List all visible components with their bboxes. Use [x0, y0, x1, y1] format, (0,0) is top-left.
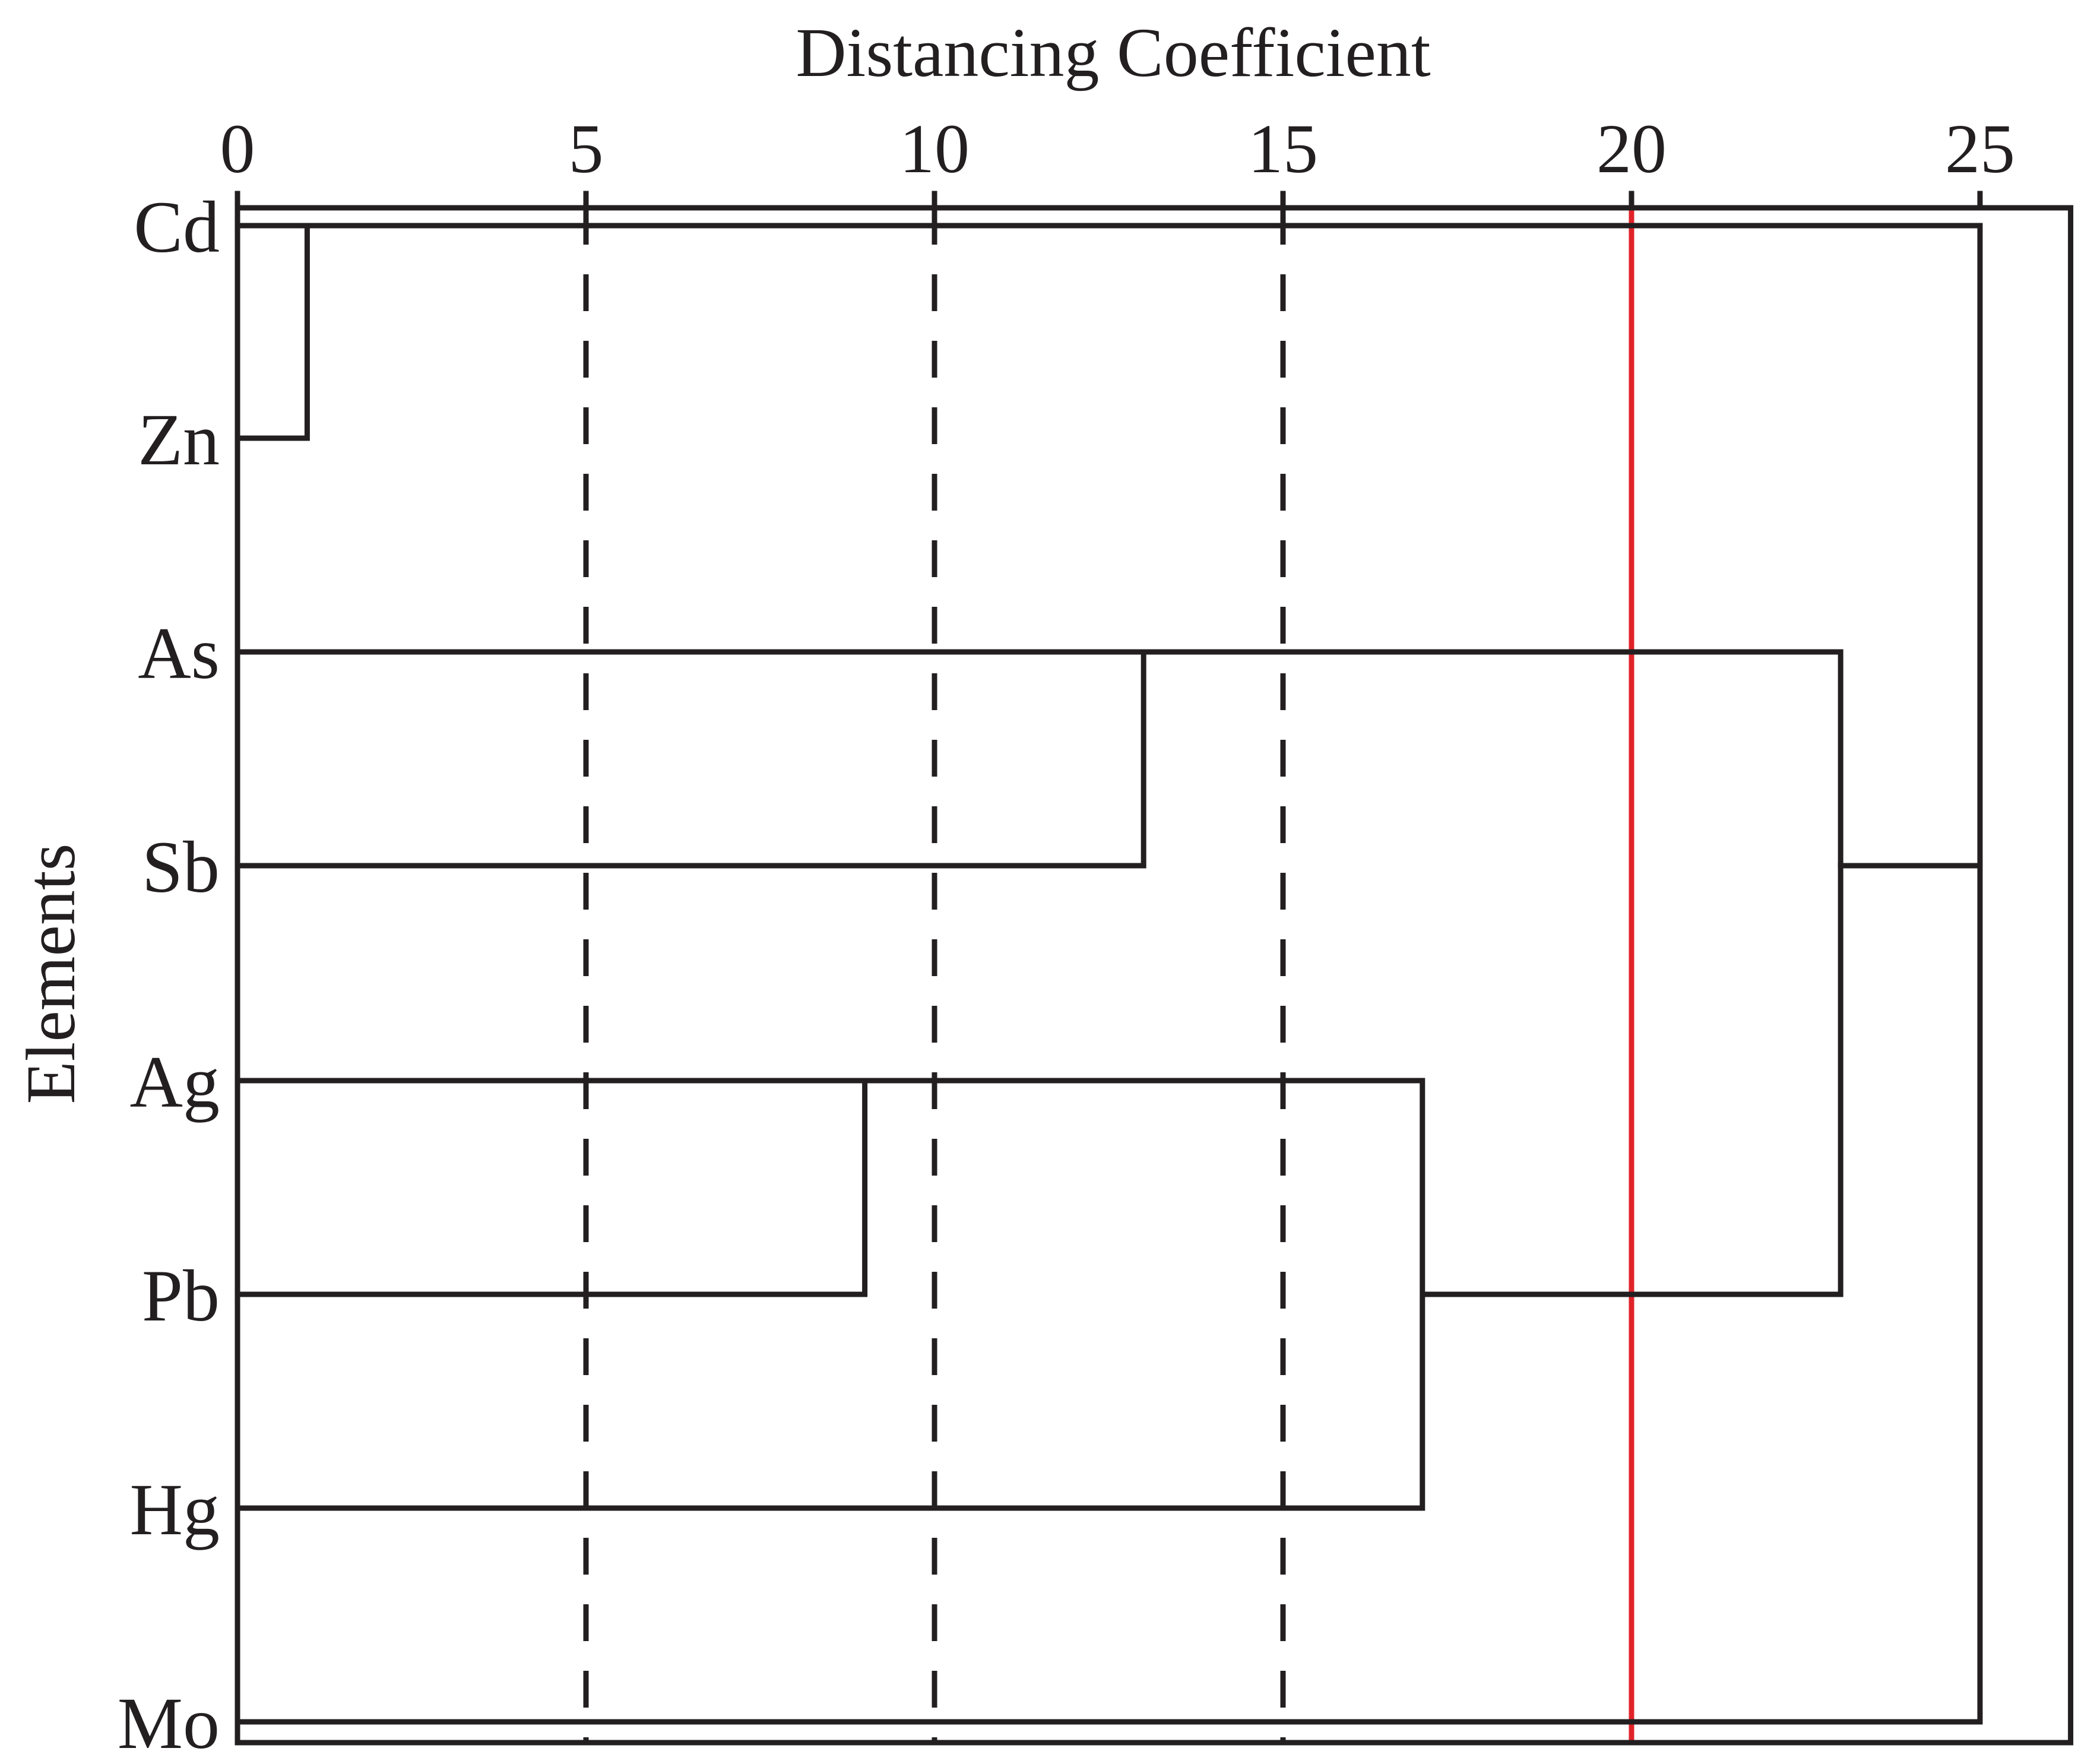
leaf-label-hg: Hg: [129, 1469, 220, 1550]
leaf-label-as: As: [138, 613, 220, 694]
x-axis-title: Distancing Coefficient: [796, 14, 1431, 91]
x-tick-label-0: 0: [220, 110, 255, 188]
x-tick-label-20: 20: [1596, 110, 1667, 188]
leaf-label-zn: Zn: [138, 399, 220, 480]
branch-as-sb: [237, 649, 1146, 869]
branch-assb-agpbhg: [1143, 649, 1843, 1297]
x-tick-label-5: 5: [569, 110, 604, 188]
branch-cd-zn: [237, 223, 310, 441]
leaf-label-mo: Mo: [118, 1683, 220, 1764]
leaf-label-ag: Ag: [129, 1041, 220, 1123]
leaf-label-cd: Cd: [134, 186, 220, 268]
plot-frame: [235, 205, 2074, 1746]
x-tick-label-25: 25: [1945, 110, 2015, 188]
x-tick-label-10: 10: [899, 110, 970, 188]
leaf-label-sb: Sb: [142, 826, 220, 908]
y-axis-title: Elements: [12, 843, 90, 1104]
x-tick-label-15: 15: [1248, 110, 1318, 188]
leaf-label-pb: Pb: [142, 1255, 220, 1337]
branch-ag-pb: [237, 1078, 868, 1297]
